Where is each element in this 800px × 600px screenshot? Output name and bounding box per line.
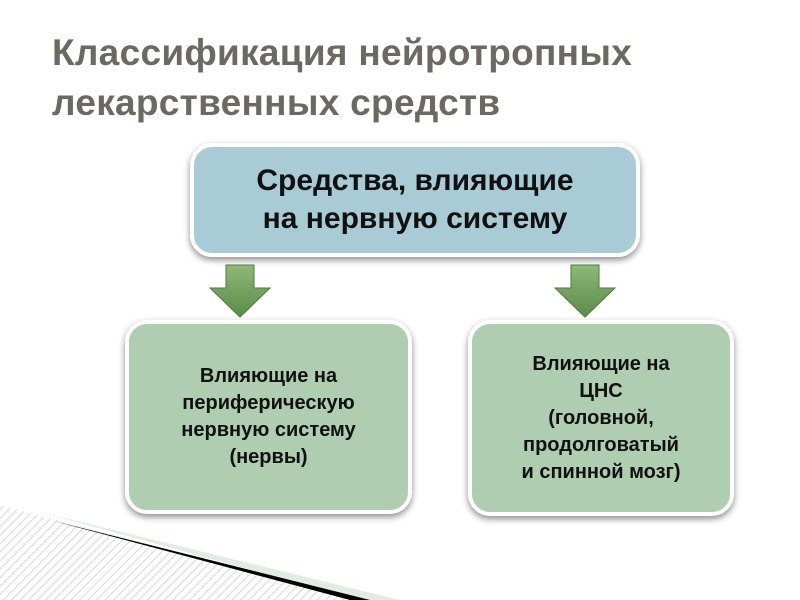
box-text-line: и спинной мозг) bbox=[521, 460, 681, 483]
cns-box: Влияющие на ЦНС (головной, продолговатый… bbox=[468, 320, 734, 516]
title-line: Классификация нейротропных bbox=[52, 32, 633, 73]
box-text-line: (нервы) bbox=[229, 446, 308, 468]
down-arrow-icon bbox=[209, 264, 271, 318]
box-text-line: Влияющие на bbox=[532, 352, 670, 375]
slide-title: Классификация нейротропных лекарственных… bbox=[52, 28, 632, 128]
box-text-line: периферическую bbox=[182, 392, 355, 414]
peripheral-nervous-system-box: Влияющие на периферическую нервную систе… bbox=[125, 320, 412, 514]
box-text-line: на нервную систему bbox=[262, 202, 568, 235]
down-arrow-icon bbox=[554, 264, 616, 318]
title-line: лекарственных средств bbox=[52, 82, 501, 123]
box-text-line: (головной, bbox=[548, 406, 654, 429]
box-text-line: ЦНС bbox=[579, 379, 623, 402]
box-text-line: Средства, влияющие bbox=[256, 164, 574, 197]
box-text-line: Влияющие на bbox=[199, 365, 338, 387]
nervous-system-drugs-box: Средства, влияющие на нервную систему bbox=[190, 143, 640, 257]
box-text-line: продолговатый bbox=[523, 433, 679, 456]
box-text-line: нервную систему bbox=[181, 419, 356, 441]
